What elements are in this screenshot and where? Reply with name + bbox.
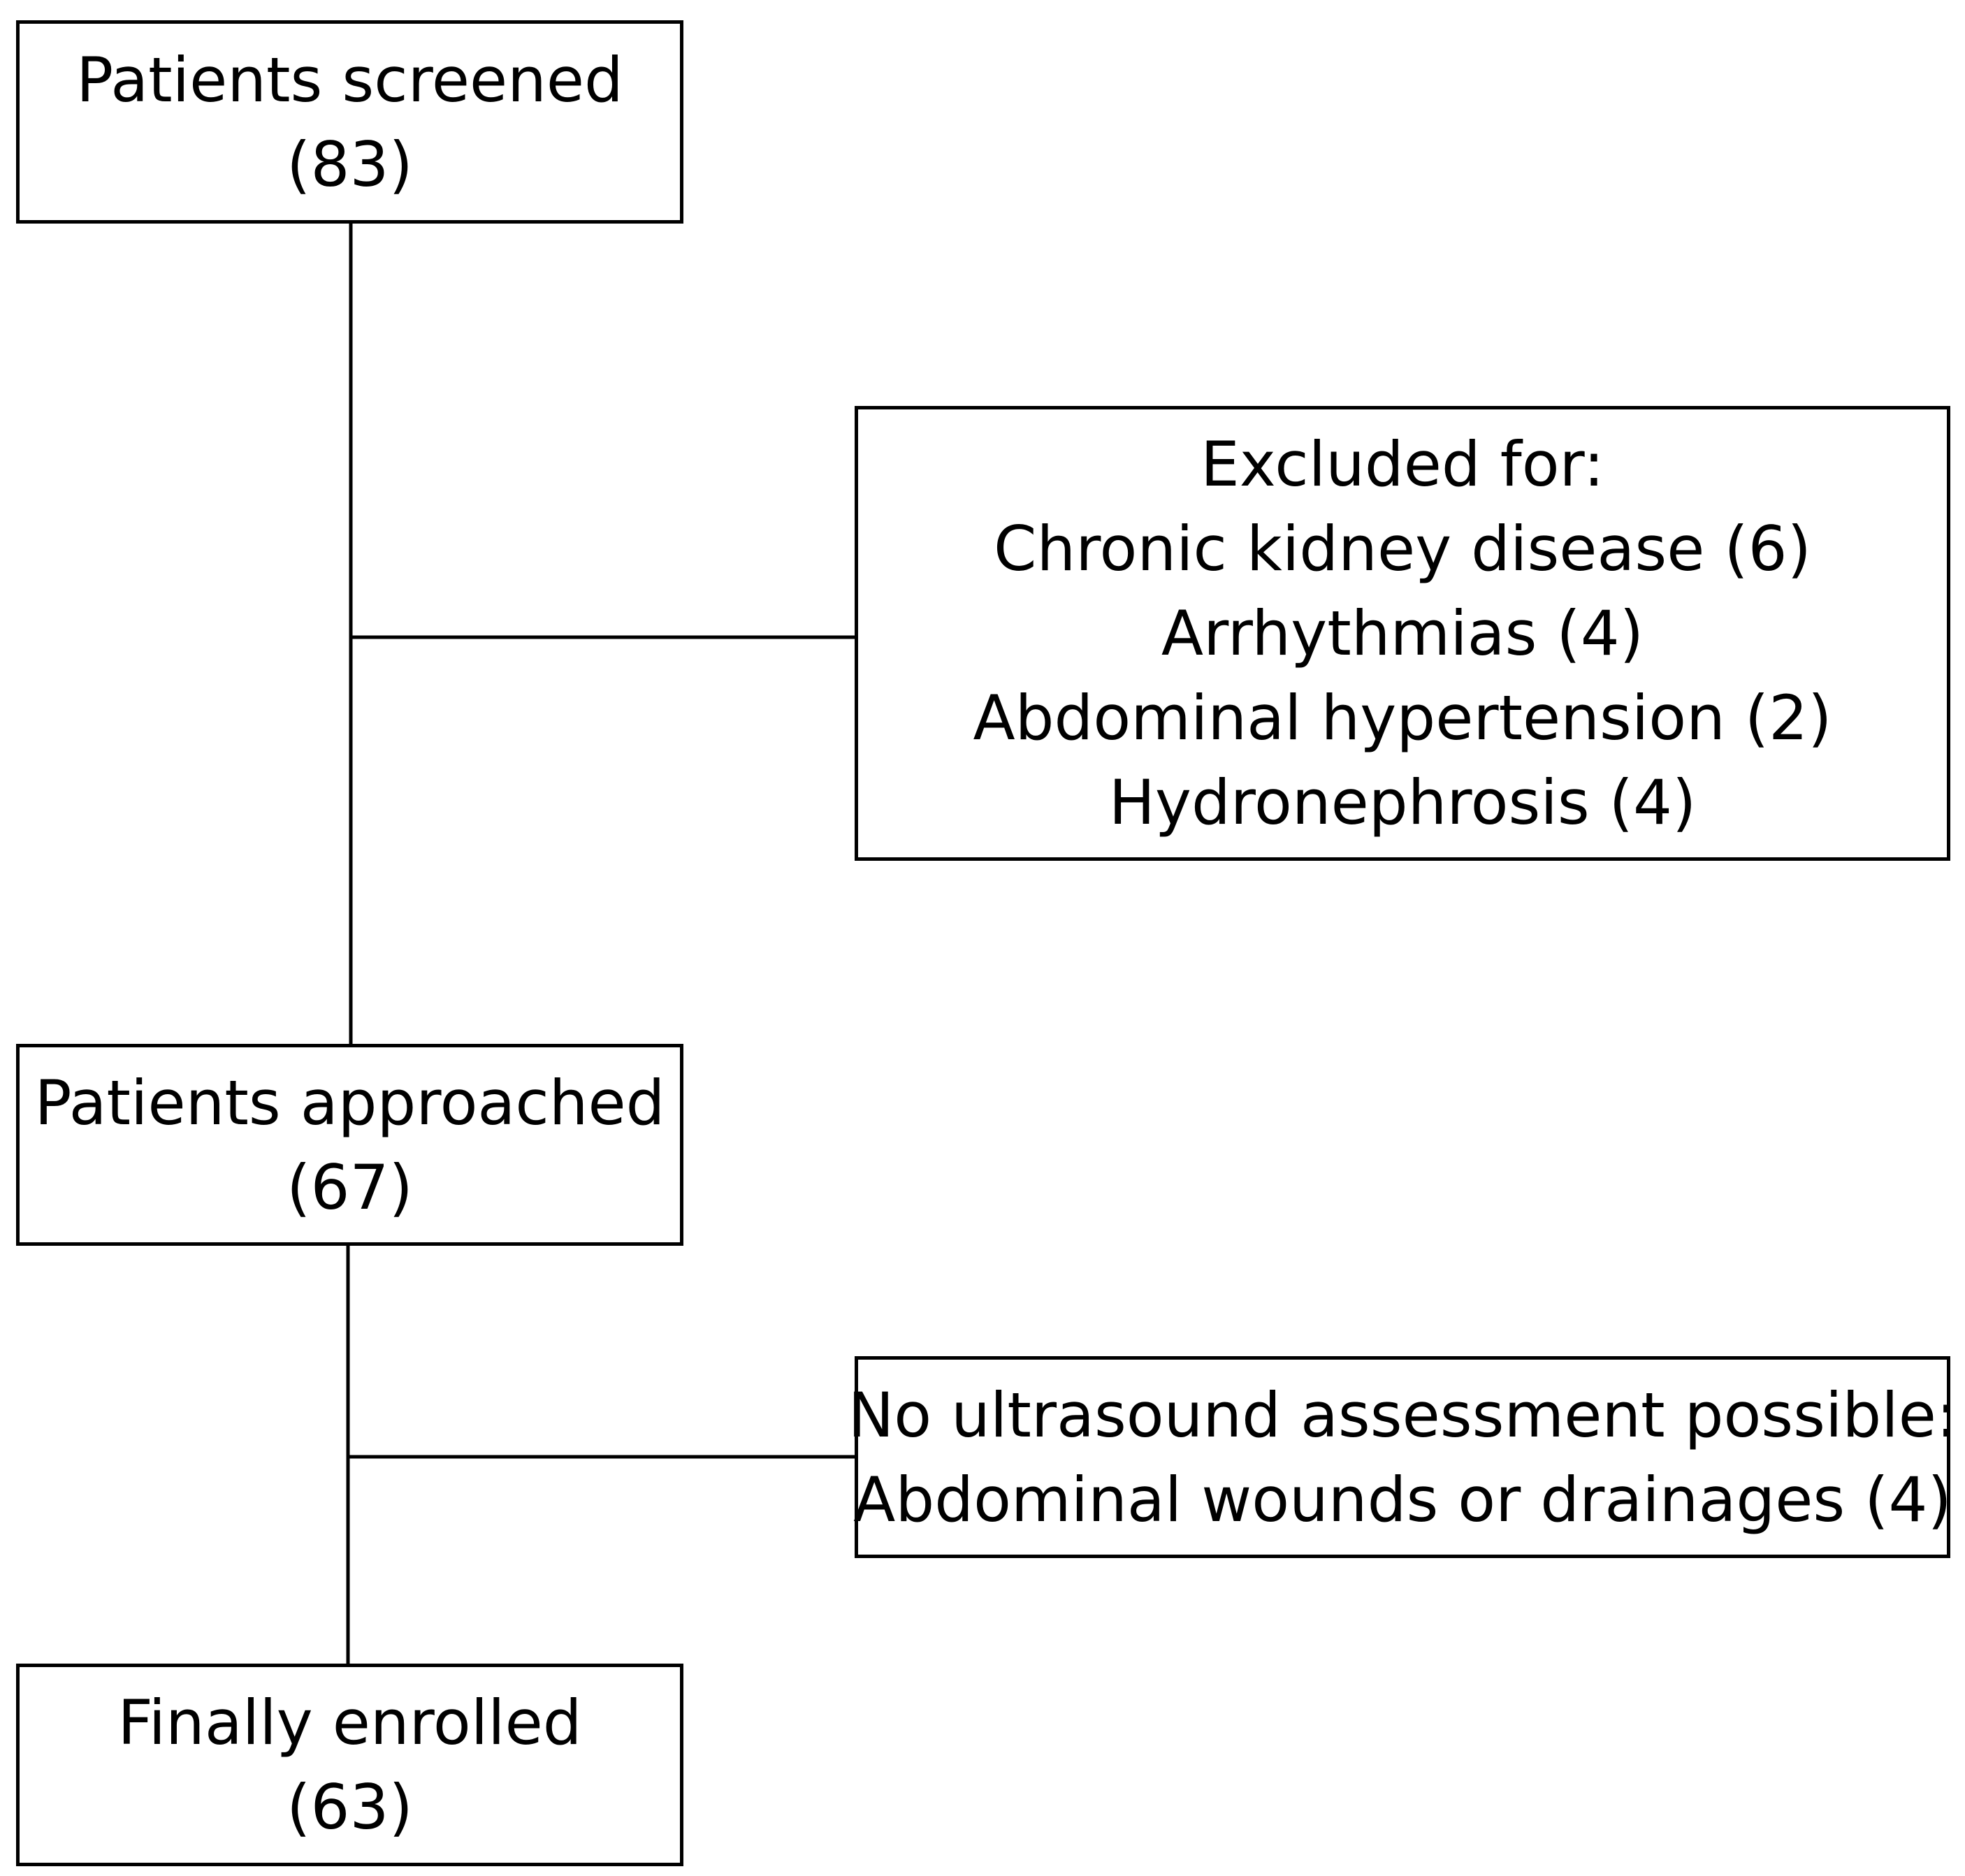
patients-screened-label: Patients screened xyxy=(76,43,623,116)
finally-enrolled-count: (63) xyxy=(287,1771,413,1843)
excluded-box: Excluded for: Chronic kidney disease (6)… xyxy=(855,406,1950,861)
finally-enrolled-box: Finally enrolled (63) xyxy=(16,1664,683,1866)
no-ultrasound-reason: Abdominal wounds or drainages (4) xyxy=(853,1463,1952,1536)
patients-approached-box: Patients approached (67) xyxy=(16,1044,683,1246)
patients-approached-count: (67) xyxy=(287,1151,413,1223)
excluded-reason-ckd: Chronic kidney disease (6) xyxy=(994,513,1811,585)
excluded-reason-abdominal-hypertension: Abdominal hypertension (2) xyxy=(973,682,1832,754)
excluded-reason-hydronephrosis: Hydronephrosis (4) xyxy=(1108,766,1697,838)
excluded-heading: Excluded for: xyxy=(1201,428,1604,500)
patients-screened-box: Patients screened (83) xyxy=(16,20,683,224)
patients-approached-label: Patients approached xyxy=(34,1066,665,1139)
patients-screened-count: (83) xyxy=(287,128,413,201)
no-ultrasound-heading: No ultrasound assessment possible: xyxy=(848,1379,1957,1451)
no-ultrasound-box: No ultrasound assessment possible: Abdom… xyxy=(848,1356,1957,1558)
finally-enrolled-label: Finally enrolled xyxy=(117,1687,582,1759)
excluded-reason-arrhythmias: Arrhythmias (4) xyxy=(1161,597,1644,669)
